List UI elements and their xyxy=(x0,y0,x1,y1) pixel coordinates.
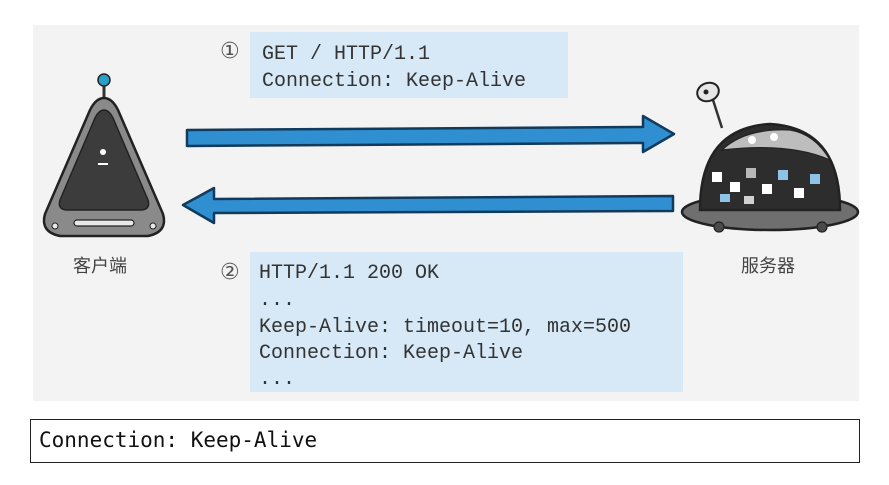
response-arrow xyxy=(181,186,675,225)
request-header-connection: Connection: Keep-Alive xyxy=(262,70,527,93)
response-status-line: HTTP/1.1 200 OK xyxy=(259,262,440,285)
request-arrow xyxy=(185,114,676,154)
request-line: GET / HTTP/1.1 xyxy=(262,43,431,66)
server-robot-icon xyxy=(680,81,860,233)
response-message-box xyxy=(250,252,683,392)
response-header-connection: Connection: Keep-Alive xyxy=(259,342,524,365)
code-strip-text: Connection: Keep-Alive xyxy=(39,428,318,452)
client-label: 客户端 xyxy=(73,256,127,277)
response-ellipsis-top: ... xyxy=(259,289,296,312)
server-label: 服务器 xyxy=(741,256,795,277)
client-robot-icon xyxy=(42,73,166,238)
response-ellipsis-bottom: ... xyxy=(259,368,296,391)
code-strip: Connection: Keep-Alive xyxy=(30,419,860,463)
request-message-box xyxy=(250,32,568,98)
response-header-keep-alive: Keep-Alive: timeout=10, max=500 xyxy=(259,316,632,339)
request-step-number: ① xyxy=(220,39,240,64)
response-step-number: ② xyxy=(220,260,240,285)
